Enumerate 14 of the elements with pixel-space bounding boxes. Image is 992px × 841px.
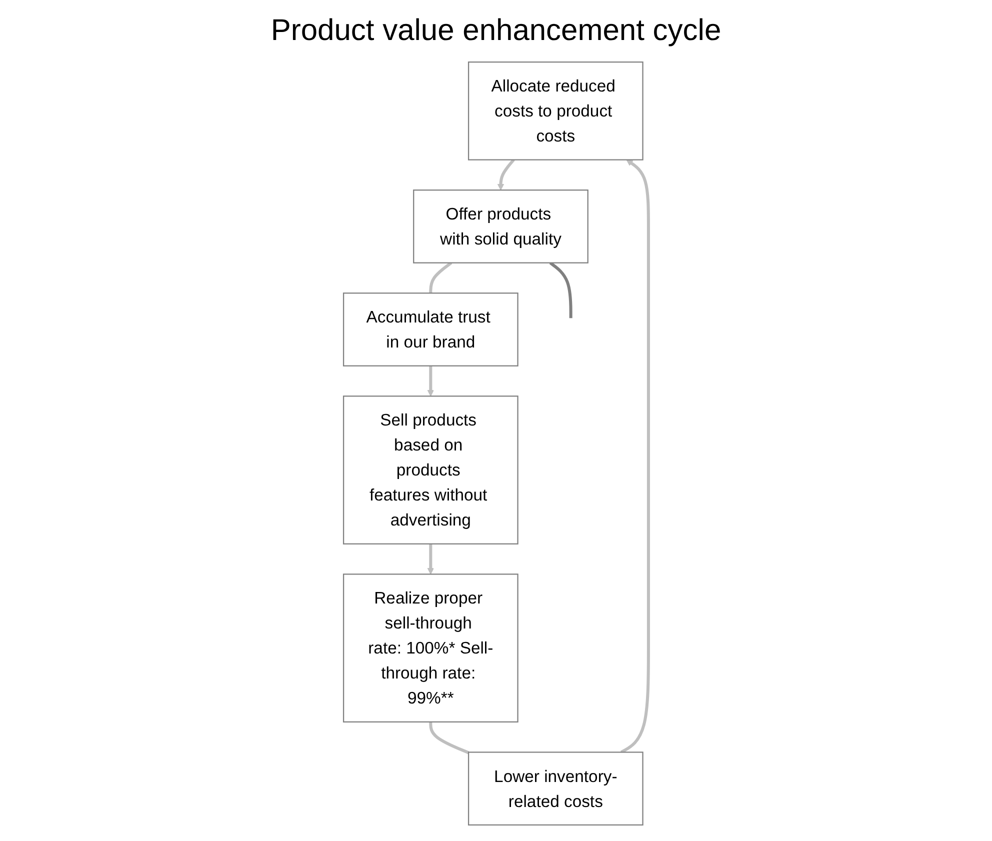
node-box: Sell products based on products features without advertising: [342, 396, 518, 544]
connector: [429, 722, 470, 754]
connector: [429, 262, 452, 294]
arrow: [427, 544, 434, 574]
node-box: Accumulate trust in our brand: [342, 292, 518, 366]
node-box: Lower inventory-related costs: [468, 752, 644, 826]
node-box: Allocate reduced costs to product costs: [468, 62, 644, 160]
connector: [549, 262, 572, 318]
node-box: Realize proper sell-through rate: 100%* Sell-through rate: 99%**: [342, 574, 518, 722]
arrow: [497, 158, 515, 190]
node-box: Offer products with solid quality: [413, 190, 588, 264]
arrow: [620, 159, 650, 754]
arrow: [427, 366, 434, 396]
cycle-label: Product value enhancement cycle: [270, 14, 722, 48]
